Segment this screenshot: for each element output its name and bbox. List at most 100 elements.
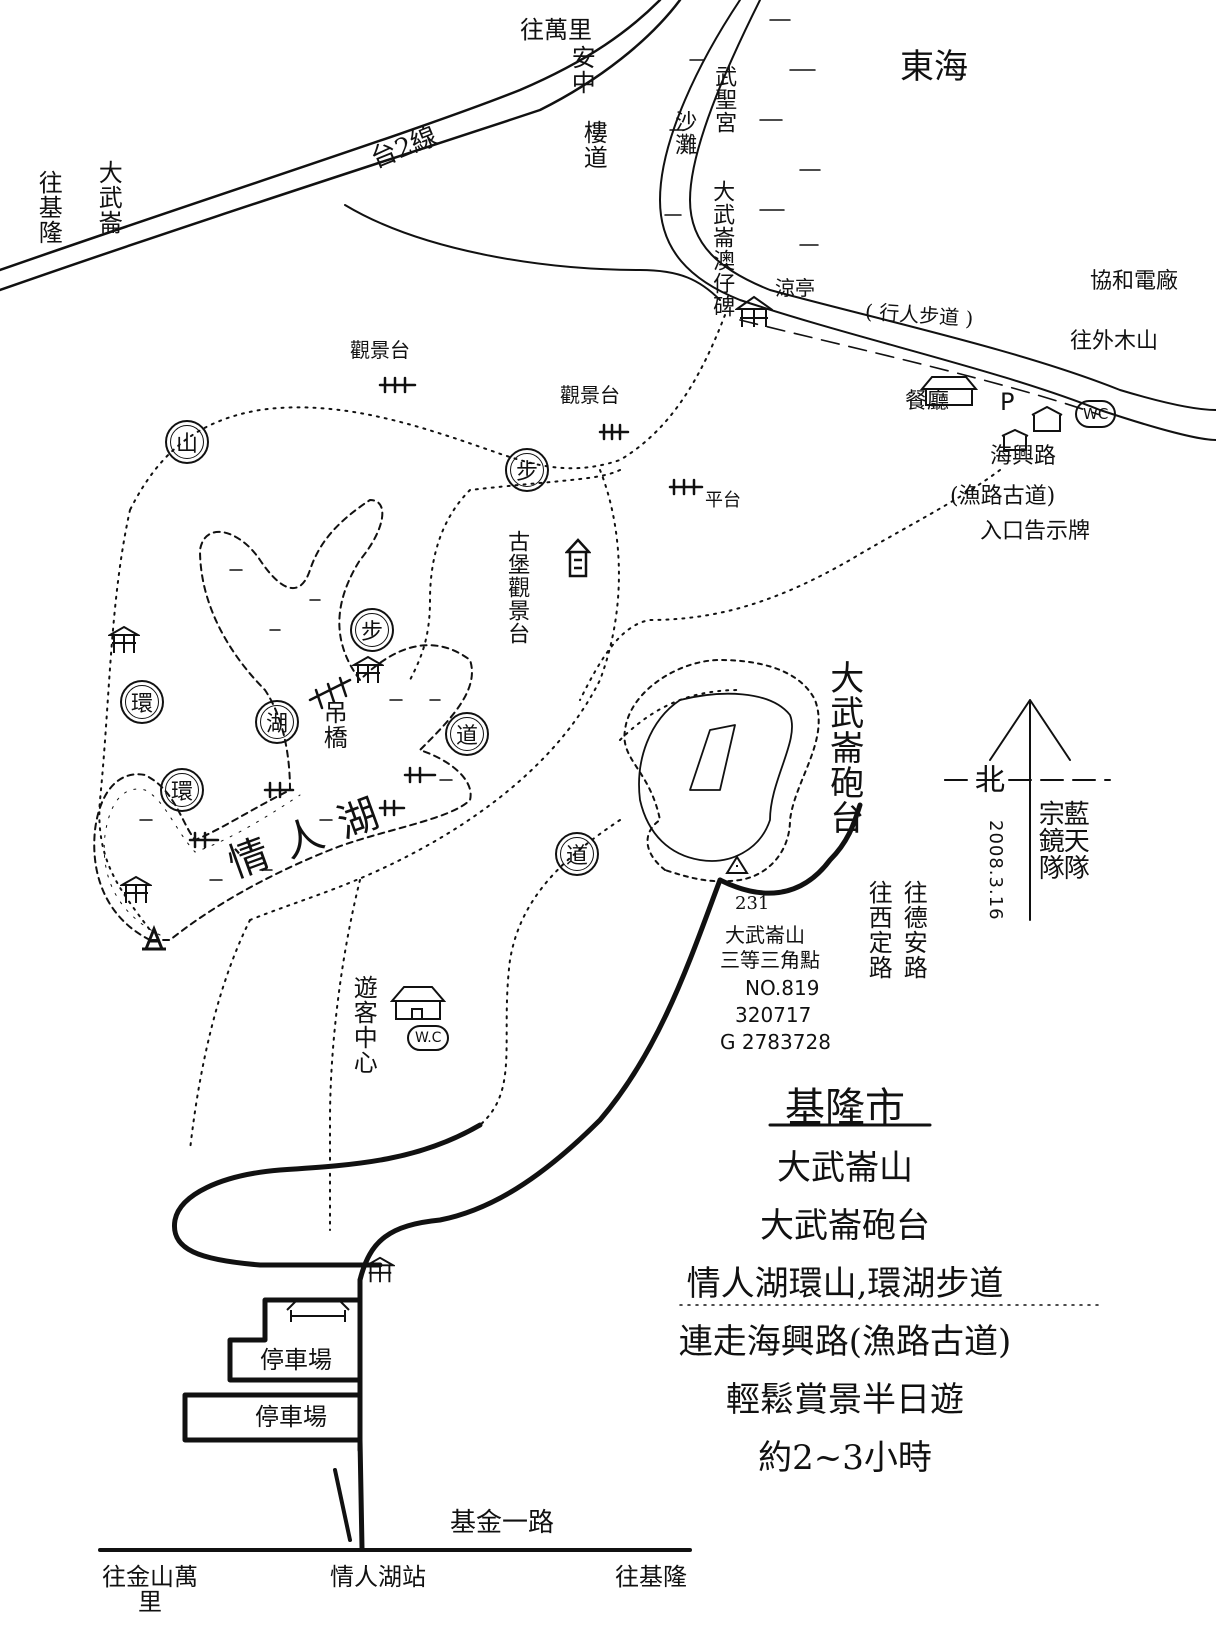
station-label: 情人湖站 <box>330 1563 426 1591</box>
summary-city: 基隆市 <box>785 1085 905 1131</box>
fort-outer-boundary <box>623 659 820 883</box>
to-dean-label: 往德安路 <box>899 880 928 980</box>
restaurant-building-icon <box>920 376 978 406</box>
entrance-sign-label: 入口告示牌 <box>980 519 1091 544</box>
view-deck-2-label: 觀景台 <box>560 383 620 407</box>
lake-inner-line <box>103 788 301 936</box>
trail-marker-dao-1: 道 <box>445 712 489 756</box>
pavilion-icon <box>120 875 152 903</box>
to-keelung-bottom-label: 往基隆 <box>615 1563 687 1591</box>
coastal-road-east-edge <box>689 0 1216 411</box>
small-building-icon <box>1031 405 1063 432</box>
benchmark-no: NO.819 <box>745 976 820 1000</box>
pavilion-liang-label: 涼亭 <box>775 276 815 300</box>
station-branch <box>333 1468 352 1542</box>
view-deck-2 <box>598 423 630 441</box>
ancient-deck-label: 古堡觀景台 <box>504 530 530 645</box>
benchmark-title: 大武崙山 <box>725 923 805 947</box>
trail-marker-shan: 山 <box>165 420 209 464</box>
summary-line-4: 連走海興路(漁路古道) <box>678 1322 1012 1362</box>
parking-lot-1 <box>227 1297 363 1383</box>
benchmark-y: G 2783728 <box>720 1030 831 1054</box>
highway-2-south-edge <box>0 0 682 292</box>
lake-deck-1 <box>263 781 295 799</box>
fort-name-label: 大武崙砲台 <box>823 660 864 835</box>
jijin-road-label: 基金一路 <box>450 1508 555 1538</box>
platform-label: 平台 <box>705 490 741 511</box>
platform-marks <box>188 376 704 849</box>
xiehe-label: 協和電廠 <box>1090 269 1179 294</box>
trail-marker-bu-2: 步 <box>350 608 394 652</box>
ancient-fort-icon <box>565 538 591 578</box>
summary-line-2: 大武崙砲台 <box>760 1206 930 1246</box>
summary-line-5: 輕鬆賞景半日遊 <box>726 1380 964 1420</box>
lighthouse-icon <box>142 925 166 951</box>
wc-top-label: WC <box>1075 400 1117 428</box>
beach-label: 沙灘 <box>671 110 697 156</box>
compass-north-arrow <box>989 699 1071 921</box>
benchmark-x: 320717 <box>735 1003 812 1027</box>
wusheng-label: 武聖宮 <box>711 65 737 134</box>
summary-line-6: 約2~3小時 <box>758 1438 932 1478</box>
benchmark-type: 三等三角點 <box>720 948 820 972</box>
anzhong-label: 安中 <box>567 45 596 95</box>
fort-battery <box>689 724 736 791</box>
yu-lu-label: (漁路古道) <box>950 484 1056 509</box>
pavilion-icon <box>108 625 140 653</box>
to-xieli-label: 往外木山 <box>1070 329 1159 354</box>
benchmark-id: 231 <box>735 893 770 914</box>
visitor-center-label: 遊客中心 <box>349 975 378 1075</box>
pavilion-icon <box>365 1256 395 1283</box>
to-wanli-label: 往萬里 <box>520 16 592 44</box>
view-deck-1 <box>378 376 417 394</box>
trail-marker-bu-1: 步 <box>505 448 549 492</box>
parking-p-label: P <box>1000 388 1015 416</box>
parking-2-label: 停車場 <box>255 1403 327 1431</box>
trail-marker-hu: 湖 <box>255 700 299 744</box>
station-road <box>357 1437 365 1551</box>
aozi-monument-label: 大武崙澳仔碑 <box>709 180 735 318</box>
to-jinshan-label: 往金山萬里 <box>102 1563 198 1617</box>
summary-line-1: 大武崙山 <box>777 1148 913 1188</box>
mountain-road <box>357 877 723 1283</box>
parking-shelter-icon <box>286 1299 350 1322</box>
to-keelung-label: 往基隆 <box>34 170 63 245</box>
north-label: 北 <box>975 763 1005 798</box>
drawer-label: 宗鏡隊 <box>1034 800 1065 881</box>
restaurant-label: 餐廳 <box>905 389 950 414</box>
east-sea-label: 東海 <box>900 47 968 87</box>
lake-hatching <box>139 569 453 881</box>
anzhong-road <box>344 204 721 301</box>
parking-1-label: 停車場 <box>260 1346 332 1374</box>
dawulun-left-label: 大武崙 <box>94 160 123 235</box>
bridge-label: 吊橋 <box>319 700 348 750</box>
date-label: 2008.3.16 <box>984 820 1006 921</box>
benchmark-triangle-icon <box>725 855 749 874</box>
wc-low-label: W.C <box>407 1025 450 1051</box>
lake-outline <box>93 499 473 941</box>
fort-inner-boundary <box>638 692 793 862</box>
lake-deck-2 <box>188 831 220 849</box>
view-deck-1-label: 觀景台 <box>350 338 410 362</box>
main-driveway <box>717 802 863 896</box>
entrance-sign-icon <box>1001 428 1029 451</box>
lake-deck-3 <box>403 766 437 784</box>
suspension-bridge-mark <box>308 676 352 710</box>
access-road-loop <box>171 1122 483 1268</box>
trail-marker-huan-1: 環 <box>120 680 164 724</box>
coast-hatching <box>664 19 821 246</box>
visitor-center-building-icon <box>390 986 446 1020</box>
lou-dao-label: 樓道 <box>579 120 608 170</box>
highway-2-north-edge <box>0 0 662 272</box>
to-xiding-label: 往西定路 <box>864 880 893 980</box>
team-label: 藍天隊 <box>1059 800 1090 881</box>
parking-lot-2 <box>182 1392 363 1443</box>
flat-platform <box>668 478 704 496</box>
summary-line-3: 情人湖環山,環湖步道 <box>686 1264 1004 1304</box>
pavilion-icon <box>735 295 773 327</box>
lake-deck-4 <box>378 799 406 817</box>
trail-marker-huan-2: 環 <box>160 768 204 812</box>
pavilion-icon <box>352 655 384 683</box>
